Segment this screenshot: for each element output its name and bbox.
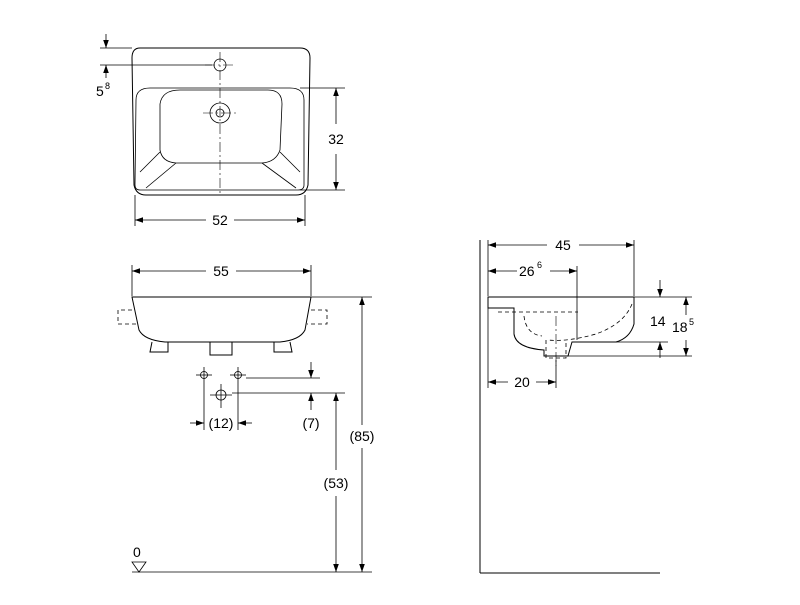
- dim-side-rim: 14: [650, 313, 666, 329]
- front-view-foot: [149, 341, 169, 353]
- dim-side-height-sup: 5: [689, 317, 694, 327]
- top-view-outline: [131, 47, 311, 196]
- dim-side-depth: 45: [555, 237, 571, 253]
- dim-top-depth: 32: [328, 131, 344, 147]
- dim-side-bowl: 26: [519, 263, 535, 279]
- dim-tap-offset-sup: 8: [105, 81, 110, 91]
- dim-front-outlet-height: (53): [324, 475, 349, 491]
- hidden-edge: [117, 309, 136, 325]
- top-view: 5 8 32 52: [96, 34, 345, 228]
- fixing-mark: [230, 367, 246, 383]
- front-view-outlet: [209, 342, 233, 356]
- bowl-facet: [145, 162, 177, 189]
- hidden-edge: [307, 309, 328, 325]
- dim-front-total-height: (85): [350, 428, 375, 444]
- top-view-bowl: [134, 87, 305, 191]
- dim-front-small-height: (7): [302, 415, 319, 431]
- top-view-bowl-floor: [159, 89, 283, 164]
- hidden-bowl: [523, 315, 543, 337]
- dim-front-width: 55: [213, 263, 229, 279]
- dim-top-width: 52: [212, 212, 228, 228]
- bowl-facet: [261, 162, 297, 189]
- front-view-basin: [131, 296, 312, 343]
- hidden-bowl: [547, 303, 633, 341]
- side-view: 45 26 6 14 18 5 20: [479, 237, 694, 574]
- front-view: 55 (12): [117, 263, 375, 573]
- dim-side-bowl-sup: 6: [537, 260, 542, 270]
- dim-side-height: 18: [672, 319, 688, 335]
- bowl-facet: [139, 151, 161, 173]
- fixing-mark: [196, 367, 212, 383]
- front-view-foot: [273, 341, 293, 353]
- dim-front-spacing: (12): [209, 415, 234, 431]
- floor-marker-icon: [131, 561, 147, 573]
- dim-tap-offset: 5: [96, 83, 104, 99]
- outlet-mark: [210, 384, 232, 408]
- floor-label: 0: [133, 544, 141, 560]
- bowl-facet: [279, 151, 301, 173]
- dim-side-wall-offset: 20: [514, 374, 530, 390]
